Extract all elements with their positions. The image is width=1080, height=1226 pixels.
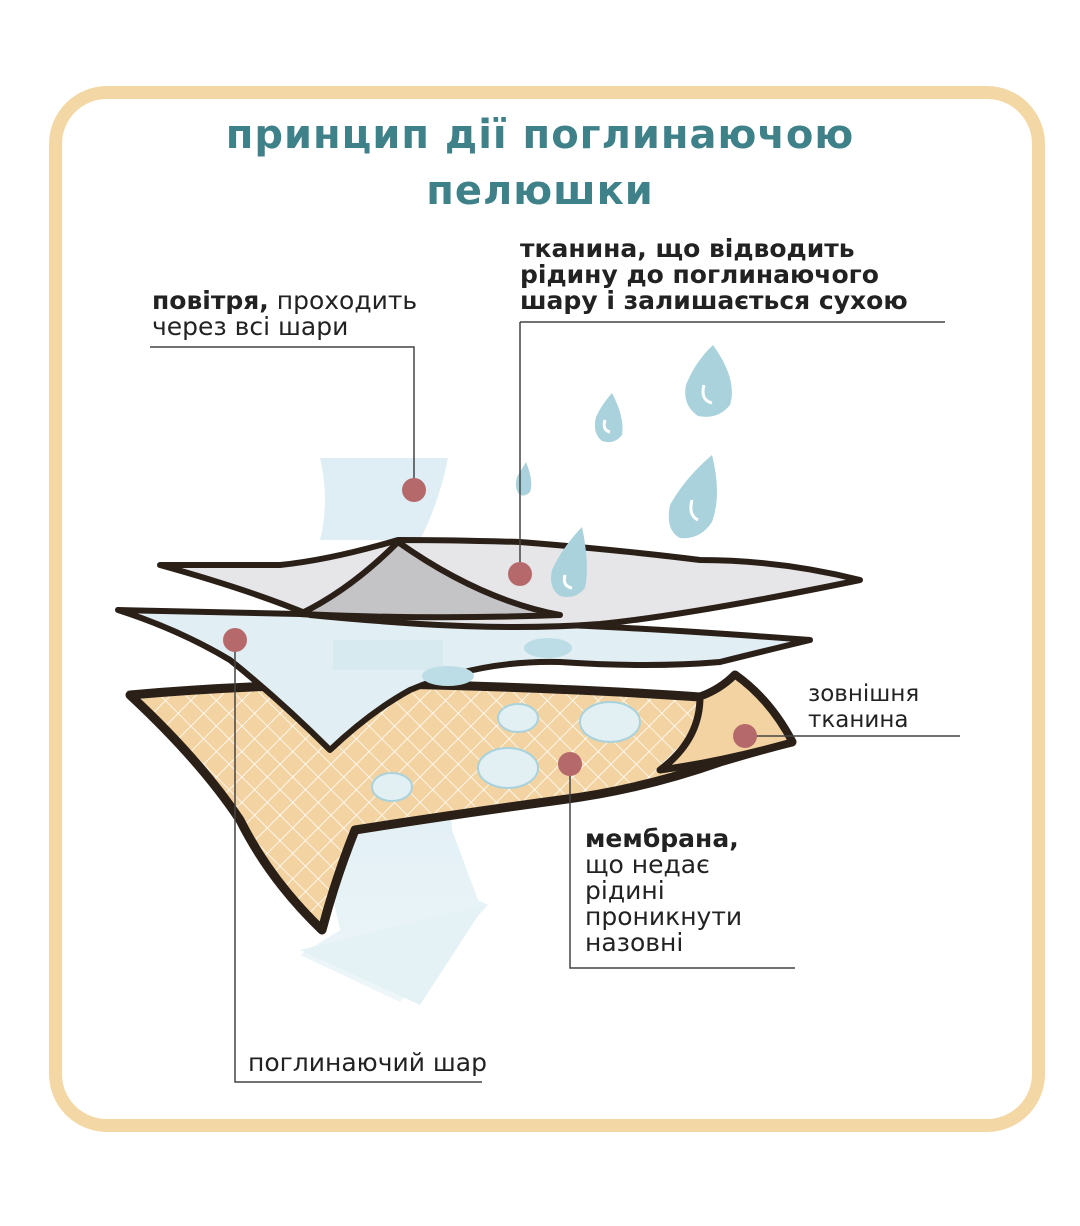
- label-absorbent-layer: поглинаючий шар: [248, 1050, 487, 1076]
- label-air-rest: проходить: [268, 286, 418, 315]
- label-top-fabric-line1: тканина, що відводить: [520, 234, 855, 263]
- water-drop-4: [515, 462, 532, 496]
- label-top-fabric-line2: рідину до поглинаючого: [520, 260, 879, 289]
- marker-top-fabric: [508, 562, 532, 586]
- title-line-1: принцип дії поглинаючою: [225, 112, 855, 158]
- label-outer-fabric-line1: зовнішня: [808, 681, 920, 707]
- label-outer-fabric: зовнішня тканина: [808, 681, 919, 733]
- label-membrane: мембрана, що недає рідині проникнути наз…: [585, 826, 742, 956]
- label-membrane-line4: проникнути: [585, 902, 743, 931]
- label-top-fabric: тканина, що відводить рідину до поглинаю…: [520, 236, 908, 314]
- label-outer-fabric-line2: тканина: [808, 707, 909, 733]
- label-top-fabric-line3: шару і залишається сухою: [520, 286, 908, 315]
- label-air: повітря, проходить через всі шари: [152, 288, 417, 340]
- water-drop-5: [551, 527, 587, 597]
- water-drop-1: [685, 345, 732, 417]
- water-drop-3: [668, 455, 717, 539]
- label-absorbent-text: поглинаючий шар: [248, 1048, 487, 1077]
- label-membrane-bold: мембрана,: [585, 824, 739, 853]
- marker-air: [402, 478, 426, 502]
- leader-lines: [150, 321, 960, 1083]
- marker-membrane: [558, 752, 582, 776]
- label-membrane-line5: назовні: [585, 928, 684, 957]
- title-line-2: пелюшки: [426, 168, 654, 214]
- label-membrane-line2: що недає: [585, 850, 710, 879]
- label-air-bold: повітря,: [152, 286, 269, 315]
- label-air-line2: через всі шари: [152, 312, 349, 341]
- water-drop-2: [594, 393, 623, 443]
- air-flow-arrow: [320, 458, 448, 540]
- marker-outer-fabric: [733, 724, 757, 748]
- marker-absorbent-layer: [223, 628, 247, 652]
- water-drops: [515, 345, 732, 597]
- label-membrane-line3: рідині: [585, 876, 665, 905]
